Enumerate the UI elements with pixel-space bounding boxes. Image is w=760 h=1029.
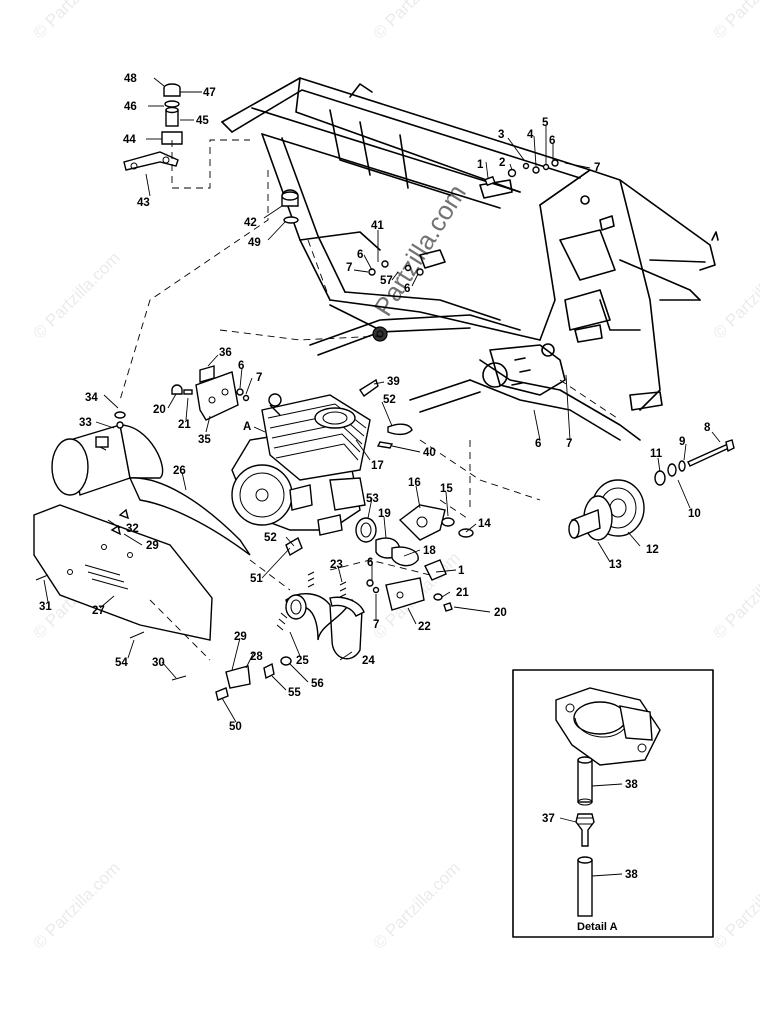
watermark: © Partzilla.com (369, 0, 463, 43)
drive-pulley (568, 439, 735, 541)
callout-52: 52 (383, 394, 396, 406)
callout-54: 54 (115, 657, 128, 669)
callout-29: 29 (146, 540, 159, 552)
callout-25: 25 (296, 655, 309, 667)
callout-17: 17 (371, 460, 384, 472)
callout-31: 31 (39, 601, 52, 613)
callout-46: 46 (124, 101, 137, 113)
detail-a-label: Detail A (577, 921, 618, 933)
callout-41: 41 (371, 220, 384, 232)
muffler (33, 424, 251, 641)
callout-24: 24 (362, 655, 375, 667)
callout-37: 37 (542, 813, 555, 825)
callout-12: 12 (646, 544, 659, 556)
detail-a-box: Detail A (512, 669, 714, 938)
callout-39: 39 (387, 376, 400, 388)
callout-48: 48 (124, 73, 137, 85)
callout-3: 3 (498, 129, 504, 141)
callout-44: 44 (123, 134, 136, 146)
callout-49: 49 (248, 237, 261, 249)
callout-23: 23 (330, 559, 343, 571)
callout-56: 56 (311, 678, 324, 690)
watermark: © Partzilla.com (29, 858, 123, 952)
callout-6: 6 (357, 249, 363, 261)
callout-6: 6 (535, 438, 541, 450)
callout-7: 7 (373, 619, 379, 631)
callout-38: 38 (625, 779, 638, 791)
callout-51: 51 (250, 573, 263, 585)
callout-20: 20 (494, 607, 507, 619)
callout-34: 34 (85, 392, 98, 404)
watermark: © Partzilla.com (709, 248, 760, 342)
watermark-center: Partzilla.com (368, 179, 472, 321)
small-hardware (35, 159, 559, 701)
engine-bracket (171, 365, 239, 421)
callout-15: 15 (440, 483, 453, 495)
callout-14: 14 (478, 518, 491, 530)
engine: A (231, 393, 371, 536)
callout-8: 8 (704, 422, 711, 434)
callout-33: 33 (79, 417, 92, 429)
callout-6: 6 (238, 360, 244, 372)
callout-9: 9 (679, 436, 685, 448)
callout-27: 27 (92, 605, 105, 617)
callout-6: 6 (404, 283, 410, 295)
callout-6: 6 (549, 135, 555, 147)
watermark: © Partzilla.com (369, 858, 463, 952)
callout-30: 30 (152, 657, 165, 669)
callout-19: 19 (378, 508, 391, 520)
callout-45: 45 (196, 115, 209, 127)
callout-36: 36 (219, 347, 232, 359)
callout-21: 21 (178, 419, 191, 431)
callout-21: 21 (456, 587, 469, 599)
callout-5: 5 (542, 117, 549, 129)
callout-55: 55 (288, 687, 301, 699)
intake-parts (355, 504, 474, 581)
callout-35: 35 (198, 434, 211, 446)
callout-29: 29 (234, 631, 247, 643)
callout-42: 42 (244, 217, 257, 229)
callout-10: 10 (688, 508, 701, 520)
callout-50: 50 (229, 721, 242, 733)
callout-13: 13 (609, 559, 622, 571)
callout-22: 22 (418, 621, 431, 633)
callout-1: 1 (477, 159, 484, 171)
callout-32: 32 (126, 523, 139, 535)
leader-lines (43, 77, 721, 723)
callout-7: 7 (566, 438, 572, 450)
callout-16: 16 (408, 477, 421, 489)
callout-57: 57 (380, 275, 393, 287)
callout-26: 26 (173, 465, 186, 477)
callout-18: 18 (423, 545, 436, 557)
alignment-lines (119, 139, 621, 661)
callout-38: 38 (625, 869, 638, 881)
watermark: © Partzilla.com (709, 0, 760, 43)
callout-11: 11 (650, 448, 663, 460)
callout-20: 20 (153, 404, 166, 416)
callout-7: 7 (346, 262, 352, 274)
view-marker-a: A (243, 421, 251, 433)
callout-28: 28 (250, 651, 263, 663)
watermark: © Partzilla.com (709, 548, 760, 642)
callout-1: 1 (458, 565, 465, 577)
frame (221, 77, 719, 441)
callout-7: 7 (594, 162, 600, 174)
watermark: © Partzilla.com (29, 0, 123, 43)
callout-40: 40 (423, 447, 436, 459)
lower-plate (385, 577, 453, 612)
watermark: © Partzilla.com (709, 858, 760, 952)
mount-stack (123, 83, 299, 224)
callout-2: 2 (499, 157, 505, 169)
callout-53: 53 (366, 493, 379, 505)
callout-47: 47 (203, 87, 216, 99)
callout-labels: 48 47 46 45 44 43 42 49 3 4 5 6 2 1 7 41… (39, 73, 711, 881)
callout-4: 4 (527, 129, 534, 141)
callout-43: 43 (137, 197, 150, 209)
watermark: © Partzilla.com (29, 248, 123, 342)
callout-7: 7 (256, 372, 262, 384)
callout-52: 52 (264, 532, 277, 544)
exhaust-pipe (276, 536, 365, 660)
callout-6: 6 (367, 557, 373, 569)
